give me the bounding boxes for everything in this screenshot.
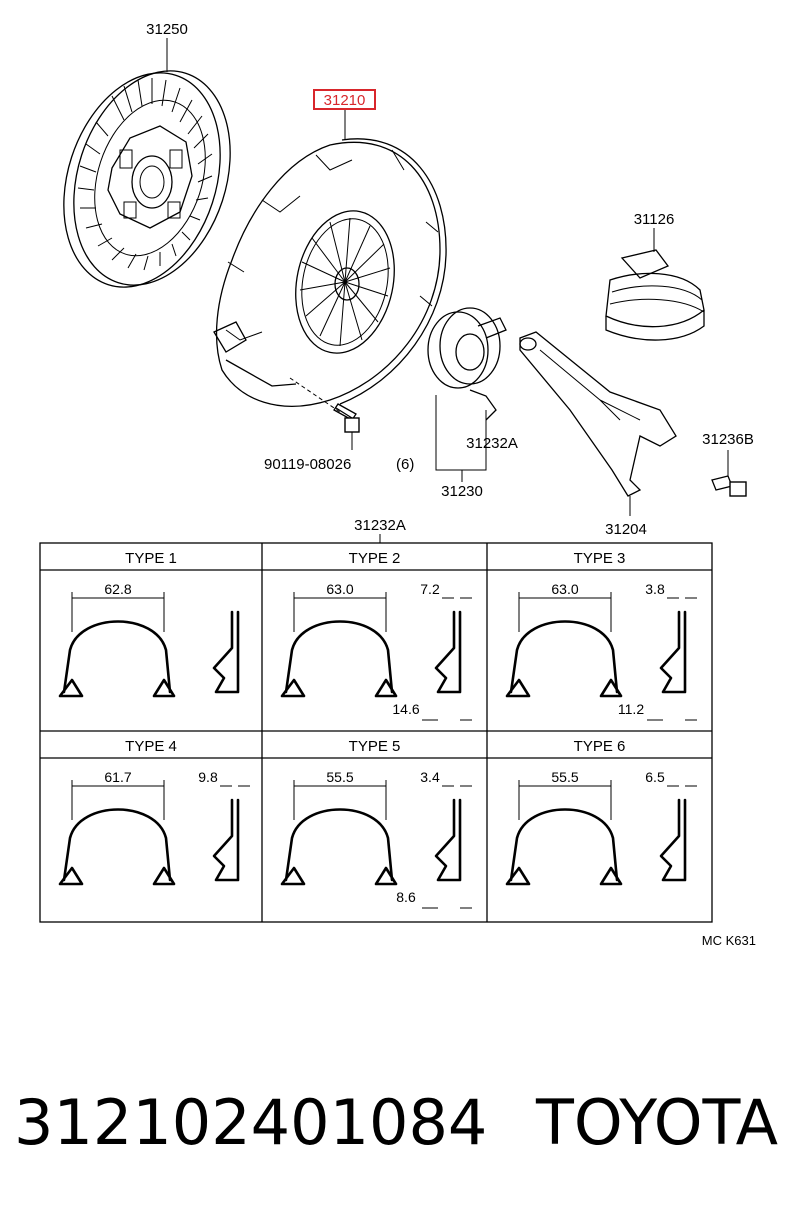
- clip-foot: [58, 678, 84, 698]
- clip-foot: [152, 866, 176, 886]
- gap-dimension: 3.4: [420, 769, 440, 785]
- callout-clutch-cover[interactable]: 31210: [324, 92, 366, 109]
- callout-ball-stud: 31236B: [702, 431, 754, 448]
- diagram-code: MC K631: [702, 933, 756, 948]
- type-label: TYPE 6: [574, 738, 626, 755]
- clip-front-view: [284, 808, 394, 882]
- callout-bolt: 90119-08026: [264, 456, 351, 473]
- clip-front-view: [284, 620, 394, 694]
- width-dimension: 63.0: [326, 581, 353, 597]
- gap-dimension: 6.5: [645, 769, 665, 785]
- clip-side-view: [434, 798, 462, 882]
- part-number: 312102401084: [14, 1086, 488, 1159]
- gap-dimension: 9.8: [198, 769, 218, 785]
- clip-foot: [374, 678, 398, 698]
- clip-front-view: [62, 620, 172, 694]
- footer: 312102401084 TOYOTA: [14, 1078, 784, 1168]
- clip-foot: [280, 678, 306, 698]
- highlight-box: [313, 89, 376, 110]
- clip-foot: [599, 866, 623, 886]
- type-label: TYPE 2: [349, 550, 401, 567]
- callout-bolt-qty: (6): [396, 456, 414, 473]
- release-fork-drawing: [519, 331, 677, 497]
- depth-dimension: 11.2: [618, 701, 644, 717]
- clip-foot: [280, 866, 306, 886]
- depth-dimension: 14.6: [392, 701, 419, 717]
- clip-foot: [505, 866, 531, 886]
- release-bearing-drawing: [427, 307, 507, 421]
- brand-name: TOYOTA: [535, 1086, 778, 1159]
- gap-dimension: 7.2: [420, 581, 440, 597]
- clip-foot: [599, 678, 623, 698]
- width-dimension: 62.8: [104, 581, 131, 597]
- width-dimension: 61.7: [104, 769, 131, 785]
- ball-stud-drawing: [711, 475, 747, 497]
- clip-side-view: [659, 798, 687, 882]
- clip-foot: [374, 866, 398, 886]
- clip-front-view: [509, 808, 619, 882]
- clip-type-table: [39, 542, 713, 923]
- clip-side-view: [659, 610, 687, 694]
- clip-foot: [58, 866, 84, 886]
- table-reference: 31232A: [354, 517, 406, 534]
- gap-dimension: 3.8: [645, 581, 665, 597]
- callout-release-fork: 31204: [605, 521, 647, 538]
- clip-side-view: [434, 610, 462, 694]
- width-dimension: 63.0: [551, 581, 578, 597]
- clutch-disc-drawing: [63, 70, 231, 288]
- callout-clip: 31232A: [466, 435, 518, 452]
- type-label: TYPE 3: [574, 550, 626, 567]
- callout-boot: 31126: [634, 211, 675, 228]
- clip-side-view: [212, 610, 240, 694]
- width-dimension: 55.5: [326, 769, 353, 785]
- clip-foot: [505, 678, 531, 698]
- type-label: TYPE 5: [349, 738, 401, 755]
- callout-clutch-disc: 31250: [146, 21, 188, 38]
- clip-foot: [152, 678, 176, 698]
- boot-drawing: [605, 249, 705, 341]
- clutch-cover-drawing: [213, 138, 447, 407]
- callout-release-bearing: 31230: [441, 483, 483, 500]
- width-dimension: 55.5: [551, 769, 578, 785]
- clip-front-view: [509, 620, 619, 694]
- type-label: TYPE 4: [125, 738, 177, 755]
- clip-front-view: [62, 808, 172, 882]
- bolt-drawing: [289, 377, 360, 433]
- clip-side-view: [212, 798, 240, 882]
- depth-dimension: 8.6: [396, 889, 416, 905]
- type-label: TYPE 1: [125, 550, 177, 567]
